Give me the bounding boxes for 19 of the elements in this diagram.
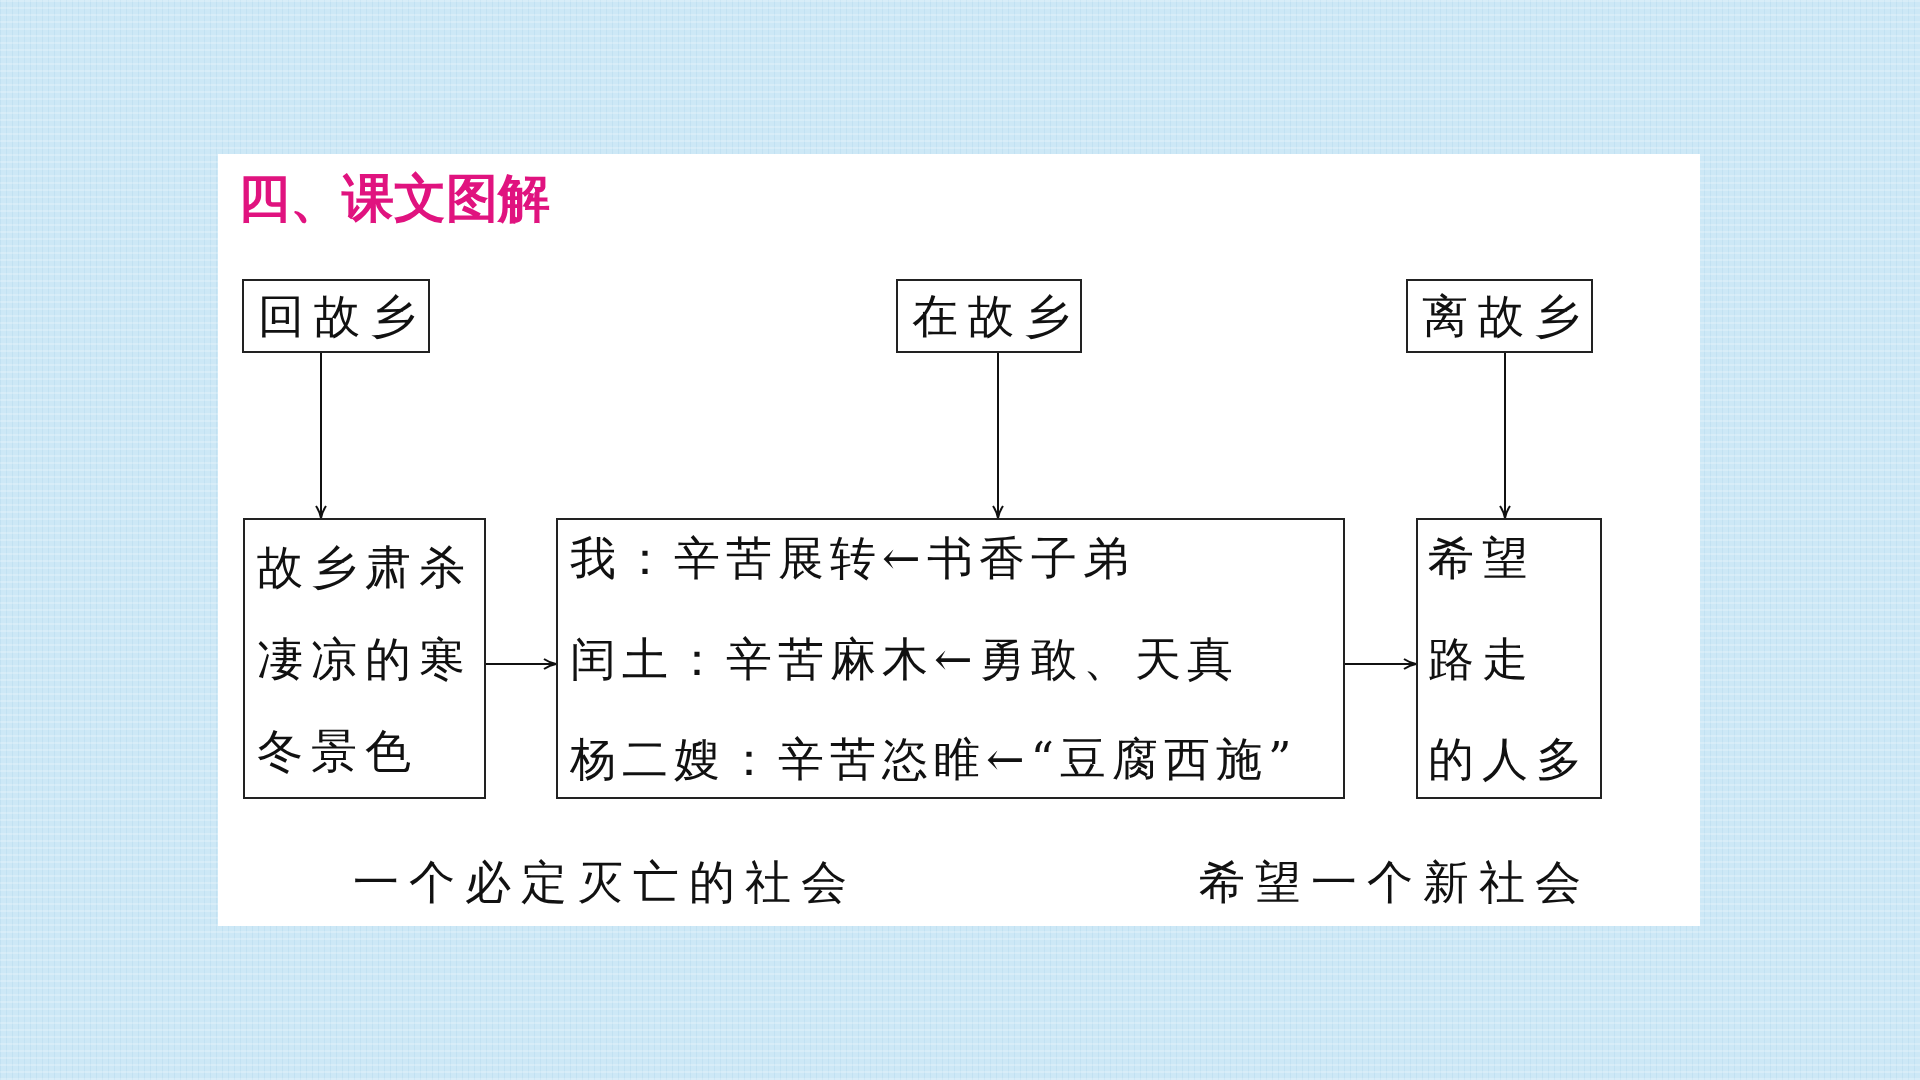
box-text: 回故乡 [258,289,427,343]
text-box [243,518,486,799]
text-box [1406,279,1593,353]
text-box [1416,518,1602,799]
summary-text: 一个必定灭亡的社会 [353,854,857,910]
text-box [556,518,1345,799]
box-text: 离故乡 [1422,289,1591,343]
box-text: 路走 [1428,630,1537,687]
box-text: 希望 [1428,530,1537,586]
box-text: 杨二嫂：辛苦恣睢←“豆腐西施” [570,731,1299,787]
text-box [242,279,430,353]
box-text: 在故乡 [912,289,1080,343]
summary-text: 希望一个新社会 [1199,854,1591,910]
box-text: 故乡肃杀凄凉的寒冬景色 [257,539,474,780]
box-text: 我：辛苦展转←书香子弟 [570,530,1136,586]
text-box [896,279,1082,353]
box-text: 的人多 [1428,731,1591,787]
box-text: 闰土：辛苦麻木←勇敢、天真 [570,630,1240,687]
title: 四、课文图解 [238,167,550,230]
